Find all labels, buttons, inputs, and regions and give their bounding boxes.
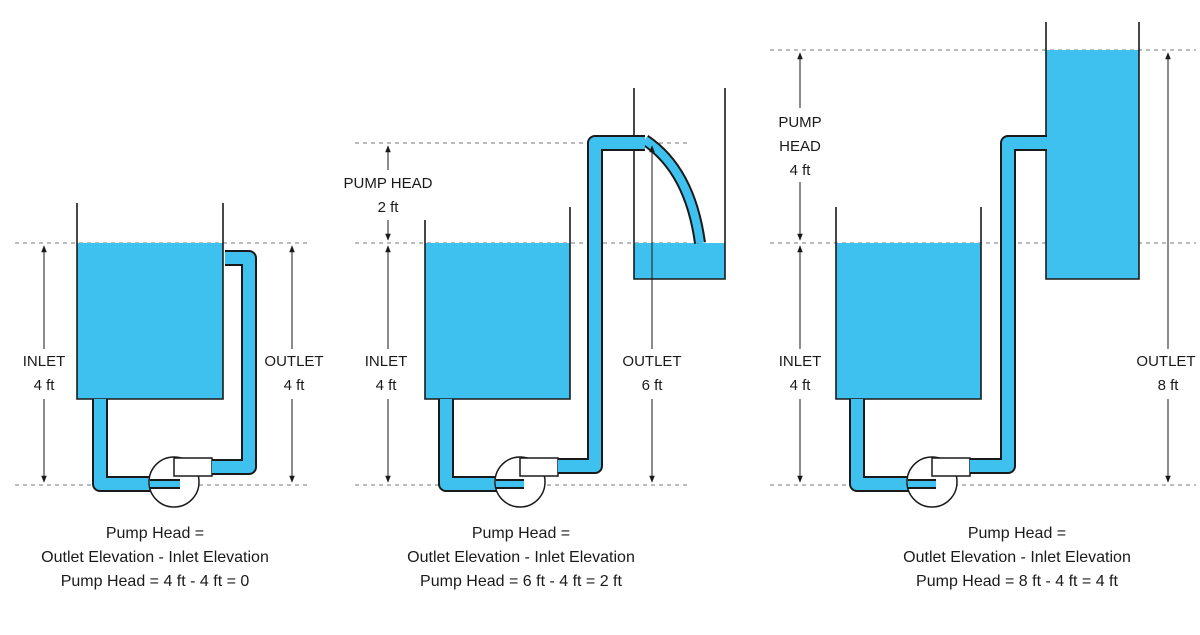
outlet-value: 8 ft bbox=[1158, 377, 1180, 394]
supply-tank-water bbox=[425, 243, 570, 399]
pump-head-label-line-2: HEAD bbox=[779, 138, 821, 155]
caption-line-2: Outlet Elevation - Inlet Elevation bbox=[407, 549, 635, 566]
outlet-label: OUTLET bbox=[622, 353, 681, 370]
caption-line-2: Outlet Elevation - Inlet Elevation bbox=[903, 549, 1131, 566]
pump bbox=[906, 456, 971, 508]
outlet-label: OUTLET bbox=[1136, 353, 1195, 370]
inlet-label: INLET bbox=[779, 353, 822, 370]
panel-1: INLET 4 ft OUTLET 4 ft Pump Head = Outle… bbox=[14, 203, 324, 590]
elevated-tank-water bbox=[1046, 50, 1139, 279]
outlet-value: 6 ft bbox=[642, 377, 664, 394]
outlet-label: OUTLET bbox=[264, 353, 323, 370]
supply-tank-water bbox=[836, 243, 981, 399]
caption-line-1: Pump Head = bbox=[472, 525, 570, 542]
water-jet bbox=[641, 135, 706, 244]
outlet-value: 4 ft bbox=[284, 377, 306, 394]
inlet-label: INLET bbox=[365, 353, 408, 370]
caption-line-1: Pump Head = bbox=[968, 525, 1066, 542]
supply-tank bbox=[424, 207, 571, 400]
receiving-tank bbox=[633, 88, 726, 280]
caption-line-3: Pump Head = 8 ft - 4 ft = 4 ft bbox=[916, 573, 1118, 590]
pump-head-label: PUMP HEAD bbox=[344, 175, 433, 192]
inlet-value: 4 ft bbox=[790, 377, 812, 394]
supply-tank bbox=[76, 203, 224, 400]
caption-line-3: Pump Head = 4 ft - 4 ft = 0 bbox=[61, 573, 250, 590]
supply-tank-water bbox=[77, 243, 223, 399]
pump bbox=[494, 456, 559, 508]
supply-tank bbox=[835, 207, 982, 400]
inlet-label: INLET bbox=[23, 353, 66, 370]
receiving-tank-water bbox=[634, 243, 725, 279]
caption-line-1: Pump Head = bbox=[106, 525, 204, 542]
pump bbox=[148, 456, 213, 508]
discharge-pipe bbox=[558, 135, 645, 474]
pump-head-value: 2 ft bbox=[378, 199, 400, 216]
pump-head-value: 4 ft bbox=[790, 162, 812, 179]
caption-line-2: Outlet Elevation - Inlet Elevation bbox=[41, 549, 269, 566]
panel-2: PUMP HEAD 2 ft INLET 4 ft OUTLET 6 ft Pu… bbox=[330, 88, 726, 590]
inlet-value: 4 ft bbox=[34, 377, 56, 394]
caption-line-3: Pump Head = 6 ft - 4 ft = 2 ft bbox=[420, 573, 622, 590]
inlet-value: 4 ft bbox=[376, 377, 398, 394]
panel-3: PUMP HEAD 4 ft INLET 4 ft OUTLET 8 ft Pu… bbox=[768, 22, 1200, 590]
pump-head-label-line-1: PUMP bbox=[778, 114, 821, 131]
